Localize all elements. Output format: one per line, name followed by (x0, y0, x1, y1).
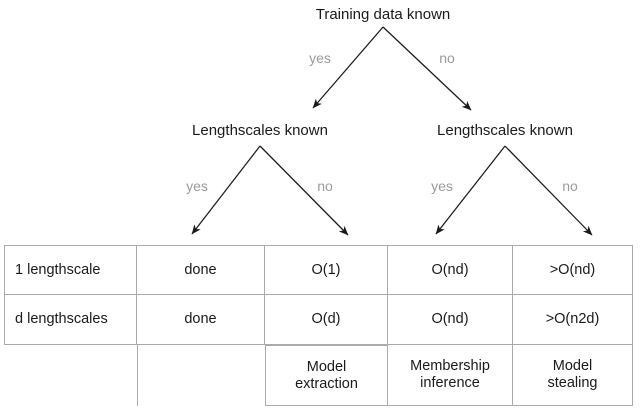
table-cell-row2-col2: done (137, 295, 265, 345)
edge-left-no (259, 145, 349, 236)
table-cell-row1-col2: done (137, 245, 265, 295)
table-cell-row3-col2-empty (137, 345, 265, 406)
table-cell-row1-col3: O(1) (265, 245, 388, 295)
table-cell-row3-col4: Membership inference (388, 345, 513, 406)
table-cell-row2-col5: >O(n2d) (513, 295, 633, 345)
edge-label-right-no: no (562, 178, 578, 194)
tree-node-root: Training data known (315, 6, 451, 23)
table-cell-row2-col4: O(nd) (388, 295, 513, 345)
table-cell-row1-col1: 1 lengthscale (4, 245, 137, 295)
table-row: d lengthscales done O(d) O(nd) >O(n2d) (4, 295, 633, 345)
table-row: 1 lengthscale done O(1) O(nd) >O(nd) (4, 245, 633, 295)
tree-node-right: Lengthscales known (437, 122, 573, 139)
tree-node-left: Lengthscales known (192, 122, 328, 139)
edge-right-no (504, 145, 593, 236)
edge-label-right-yes: yes (431, 178, 453, 194)
edge-label-root-yes: yes (309, 50, 331, 66)
table-cell-row3-col5: Model stealing (513, 345, 633, 406)
table-cell-row3-col3: Model extraction (265, 345, 388, 406)
edge-root-yes (312, 26, 384, 109)
table-row: Model extraction Membership inference Mo… (4, 345, 633, 406)
edge-label-left-no: no (317, 178, 333, 194)
table-cell-row2-col1: d lengthscales (4, 295, 137, 345)
edge-root-no (382, 26, 472, 111)
table-cell-row1-col5: >O(nd) (513, 245, 633, 295)
table-cell-row2-col3: O(d) (265, 295, 388, 345)
edge-label-left-yes: yes (186, 178, 208, 194)
table-cell-row3-col1-empty (4, 345, 137, 406)
table-cell-row1-col4: O(nd) (388, 245, 513, 295)
complexity-table: 1 lengthscale done O(1) O(nd) >O(nd) d l… (4, 245, 633, 406)
edge-label-root-no: no (439, 50, 455, 66)
